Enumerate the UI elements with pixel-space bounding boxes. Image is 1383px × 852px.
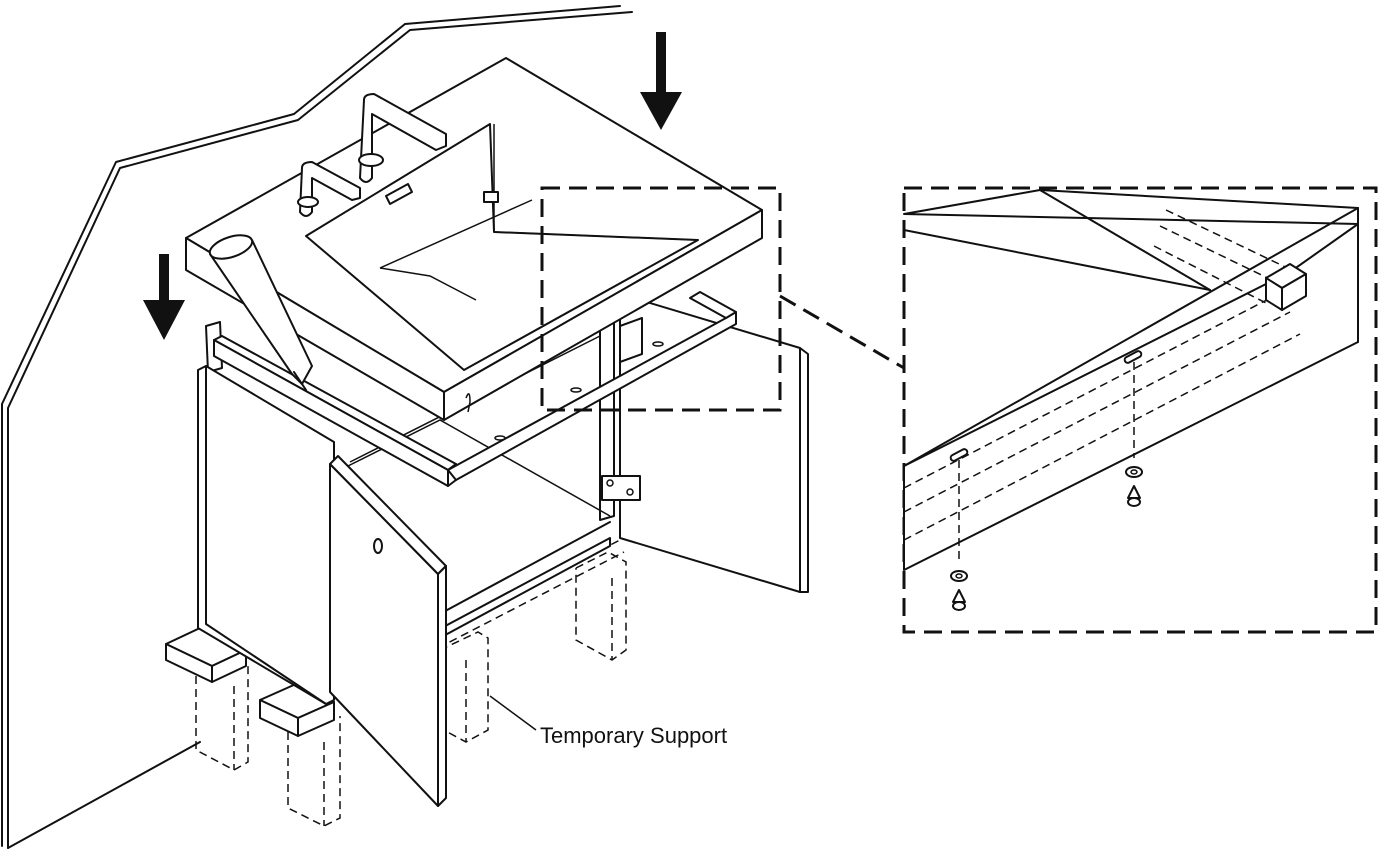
- detail-marker-frame: [540, 186, 782, 412]
- temporary-support-label: Temporary Support: [540, 723, 728, 748]
- washer-icon: [950, 466, 1143, 582]
- callout-leader: [489, 695, 537, 731]
- screw-icon: [952, 485, 1141, 611]
- temporary-supports: [165, 539, 627, 827]
- arrow-down-icon: [143, 32, 682, 340]
- wall: [1, 5, 633, 849]
- sink-countertop: [185, 57, 763, 421]
- vanity-cabinet: [197, 291, 809, 807]
- caulk-tube-icon: [208, 234, 313, 391]
- detail-inset: [902, 186, 1378, 634]
- detail-leader: [779, 294, 905, 370]
- faucet-icon: [297, 93, 447, 217]
